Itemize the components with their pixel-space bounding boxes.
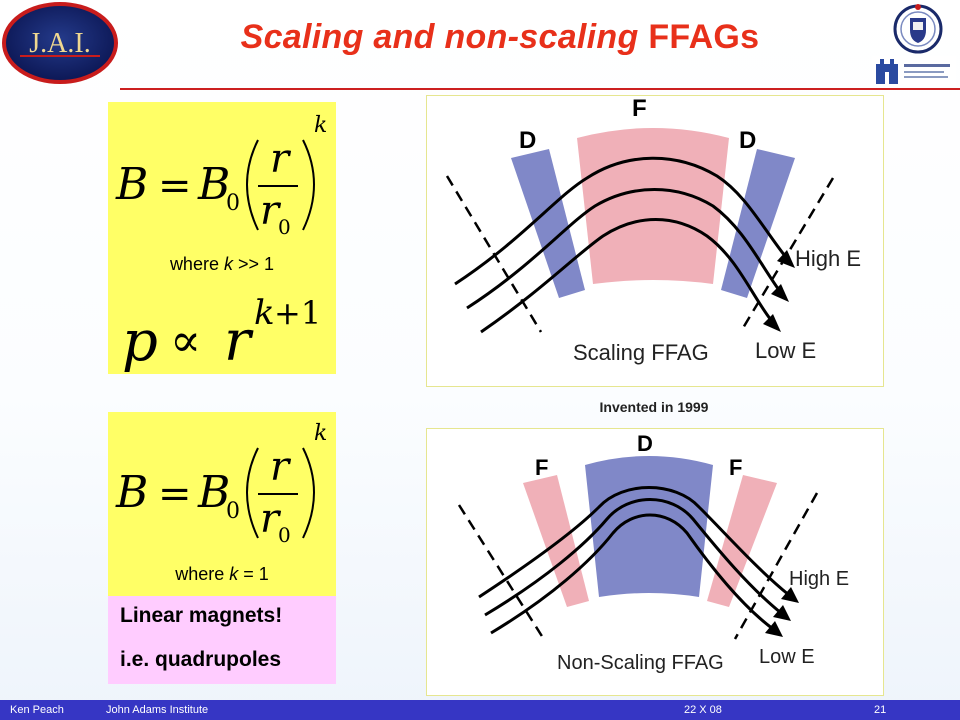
footer-page-number: 21 bbox=[874, 704, 887, 716]
svg-text:B: B bbox=[115, 159, 148, 210]
svg-text:+1: +1 bbox=[274, 294, 321, 332]
label-f-right: F bbox=[729, 455, 742, 480]
magnet-d-right bbox=[721, 149, 795, 298]
label-f-left: F bbox=[535, 455, 548, 480]
trajectory-high-e bbox=[478, 486, 790, 599]
svg-text:0: 0 bbox=[278, 523, 291, 547]
svg-text:B: B bbox=[115, 467, 148, 518]
trajectory-low-e bbox=[490, 513, 774, 635]
where-variable: k bbox=[229, 564, 239, 584]
where-word: where bbox=[169, 254, 219, 274]
svg-text:0: 0 bbox=[278, 215, 291, 239]
where-relation: >> 1 bbox=[238, 254, 275, 274]
label-d-right: D bbox=[739, 127, 756, 154]
svg-text:r: r bbox=[224, 309, 254, 374]
svg-text:0: 0 bbox=[226, 499, 240, 524]
trajectory-mid-e bbox=[466, 188, 783, 310]
svg-text:r: r bbox=[270, 444, 292, 490]
footer-date: 22 X 08 bbox=[684, 704, 722, 716]
svg-text:r: r bbox=[260, 188, 282, 234]
label-low-e: Low E bbox=[759, 646, 815, 668]
svg-text:B: B bbox=[197, 159, 230, 210]
label-low-e: Low E bbox=[755, 338, 816, 363]
where-relation: = 1 bbox=[243, 564, 269, 584]
label-high-e: High E bbox=[789, 568, 849, 590]
dashed-boundary-left bbox=[457, 504, 547, 642]
royal-holloway-logo bbox=[872, 56, 956, 86]
svg-text:r: r bbox=[260, 496, 282, 542]
svg-text:∝: ∝ bbox=[170, 313, 201, 367]
title-plain: FFAGs bbox=[648, 18, 760, 56]
nonscaling-ffag-svg: F D F High E Low E Non-Scaling FFAG bbox=[457, 431, 849, 674]
jai-logo: J.A.I. bbox=[2, 2, 118, 84]
magnet-d-left bbox=[511, 149, 585, 298]
svg-text:0: 0 bbox=[226, 191, 240, 216]
field-equation-nonscaling: B = B 0 r r 0 k bbox=[115, 421, 327, 547]
trajectory-low-e bbox=[480, 218, 775, 334]
magnet-f-center bbox=[577, 128, 729, 284]
equation-box-nonscaling: B = B 0 r r 0 k where k = 1 bbox=[108, 412, 336, 596]
arrow-low-e bbox=[765, 621, 783, 637]
footer-institute: John Adams Institute bbox=[106, 704, 209, 716]
where-variable: k bbox=[223, 254, 233, 274]
magnet-f-right bbox=[707, 475, 777, 607]
where-word: where bbox=[175, 564, 225, 584]
condition-scaling: where k >> 1 bbox=[108, 254, 336, 275]
magnet-d-center bbox=[585, 456, 713, 597]
conclusion-line-2: i.e. quadrupoles bbox=[120, 648, 282, 671]
nonscaling-ffag-diagram: F D F High E Low E Non-Scaling FFAG bbox=[426, 428, 884, 696]
caption-nonscaling: Non-Scaling FFAG bbox=[557, 652, 724, 674]
title-rule bbox=[120, 88, 960, 90]
field-equation-scaling: B = B 0 r r 0 k p ∝ r k +1 bbox=[115, 113, 327, 374]
slide-title: Scaling and non-scaling FFAGs bbox=[130, 18, 870, 57]
scaling-ffag-svg: D F D High E Low E Scaling FFAG bbox=[445, 95, 861, 365]
oxford-crest-logo bbox=[893, 4, 943, 54]
svg-text:k: k bbox=[254, 293, 275, 333]
trajectory-high-e bbox=[454, 156, 789, 286]
arrow-low-e bbox=[763, 314, 781, 332]
svg-text:r: r bbox=[270, 136, 292, 182]
dashed-boundary-right bbox=[733, 492, 819, 640]
conclusion-line-1: Linear magnets! bbox=[120, 604, 283, 627]
arrow-mid-e bbox=[773, 605, 791, 621]
footer-bar: Ken Peach John Adams Institute 22 X 08 2… bbox=[0, 700, 960, 720]
scaling-ffag-diagram: D F D High E Low E Scaling FFAG bbox=[426, 95, 884, 387]
arrow-high-e bbox=[781, 587, 799, 603]
arrow-mid-e bbox=[771, 284, 789, 302]
caption-scaling: Scaling FFAG bbox=[573, 340, 709, 365]
label-f: F bbox=[632, 96, 647, 122]
equation-box-scaling: B = B 0 r r 0 k p ∝ r k +1 where k >> 1 bbox=[108, 102, 336, 374]
arrow-high-e bbox=[777, 250, 795, 268]
conclusion-box: Linear magnets! i.e. quadrupoles bbox=[108, 596, 336, 684]
svg-text:=: = bbox=[158, 163, 192, 209]
label-high-e: High E bbox=[795, 246, 861, 271]
label-d: D bbox=[637, 431, 653, 456]
footer-author: Ken Peach bbox=[10, 704, 64, 716]
svg-text:p: p bbox=[122, 309, 158, 374]
svg-text:=: = bbox=[158, 471, 192, 517]
svg-text:B: B bbox=[197, 467, 230, 518]
trajectory-mid-e bbox=[484, 498, 782, 617]
condition-nonscaling: where k = 1 bbox=[108, 564, 336, 585]
jai-logo-text: J.A.I. bbox=[29, 28, 90, 59]
title-italic: Scaling and non-scaling bbox=[240, 18, 639, 56]
invented-note: Invented in 1999 bbox=[599, 399, 709, 415]
svg-text:k: k bbox=[314, 421, 327, 446]
svg-text:k: k bbox=[314, 113, 327, 138]
dashed-boundary-left bbox=[445, 175, 543, 333]
label-d-left: D bbox=[519, 127, 536, 154]
